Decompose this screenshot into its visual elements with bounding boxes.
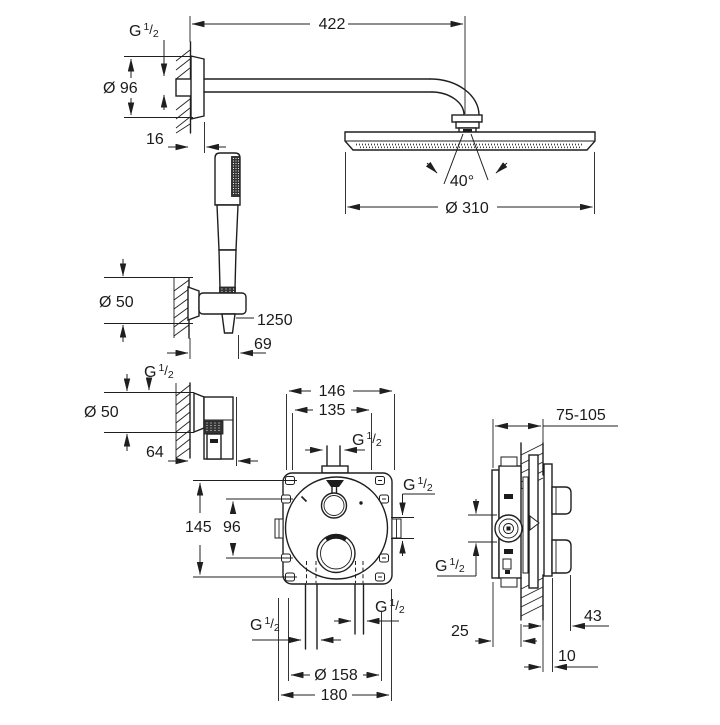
dim-escutcheon-depth-label: 16	[146, 131, 164, 148]
dim-holder-offset-label: 69	[254, 336, 272, 353]
dim-install-depth-label: 75-105	[556, 407, 606, 424]
dim-body-depth-25-label: 25	[451, 623, 469, 640]
dim-holder-dia-label: Ø 50	[99, 294, 134, 311]
dim-plate-width-180-label: 180	[321, 687, 348, 704]
dim-arm-reach-label: 422	[319, 16, 346, 33]
dim-plate-height-145-label: 145	[185, 519, 212, 536]
dim-port-spacing-146-label: 146	[319, 383, 346, 400]
dim-elbow-depth-label: 64	[146, 444, 164, 461]
dim-trim-dia-158-label: Ø 158	[314, 667, 358, 684]
dim-elbow-dia-label: Ø 50	[84, 404, 119, 421]
dim-escutcheon-dia-label: Ø 96	[103, 80, 138, 97]
dim-knob-depth-43-label: 43	[584, 608, 602, 625]
dim-port-spacing-135-label: 135	[319, 402, 346, 419]
dim-hole-spacing-96-label: 96	[223, 519, 241, 536]
hand-shower-view: Ø 50 1250 69	[99, 152, 293, 359]
dim-spray-angle-label: 40°	[450, 173, 474, 190]
dim-hose-length-label: 1250	[257, 312, 293, 329]
dim-head-dia-label: Ø 310	[445, 200, 489, 217]
dim-trim-depth-10-label: 10	[558, 648, 576, 665]
